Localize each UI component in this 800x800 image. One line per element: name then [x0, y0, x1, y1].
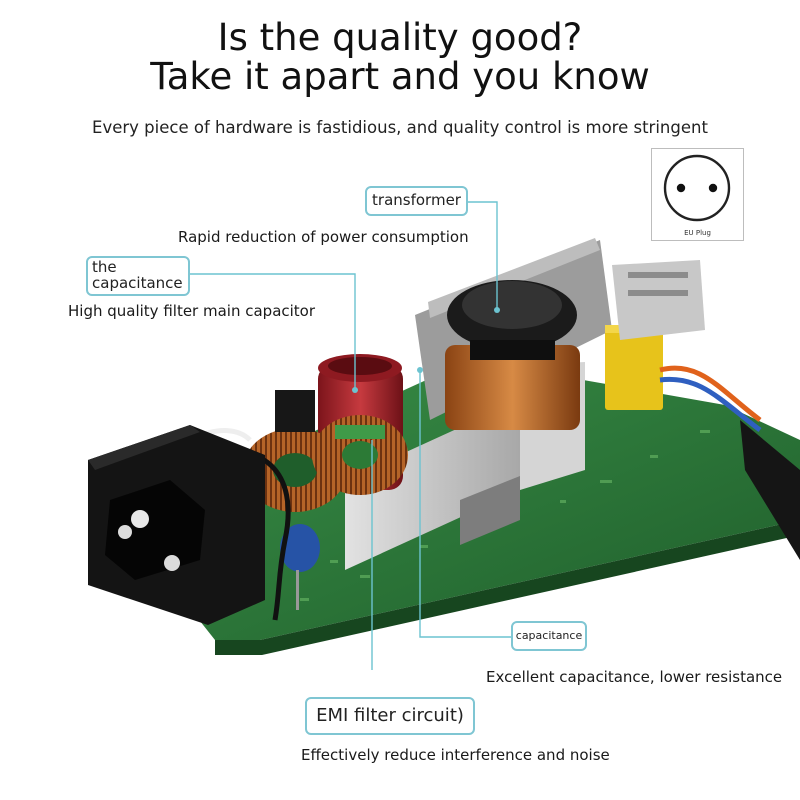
eu-plug-icon: [663, 154, 731, 222]
emi-description: Effectively reduce interference and nois…: [301, 746, 610, 764]
emi-callout: EMI filter circuit): [305, 697, 475, 735]
eu-plug-badge: EU Plug: [651, 148, 744, 241]
y-capacitor: [280, 524, 320, 610]
capacitance-description: Excellent capacitance, lower resistance: [486, 668, 783, 686]
leader-capacitance: [419, 370, 511, 638]
main-capacitor-callout: the capacitance: [86, 256, 190, 296]
capacitance-callout: capacitance: [511, 621, 587, 651]
transformer-description: Rapid reduction of power consumption: [178, 228, 469, 246]
black-component: [275, 390, 315, 432]
transformer-title: transformer: [372, 191, 461, 210]
ac-input-socket: [88, 425, 265, 625]
eu-plug-label: EU Plug: [684, 229, 711, 237]
leader-main-capacitor: [190, 273, 356, 390]
headline-line-1: Is the quality good?: [217, 16, 583, 59]
main-capacitor-title: the capacitance: [92, 258, 183, 292]
output-connector: [612, 260, 705, 340]
transformer-callout: transformer: [365, 186, 468, 216]
leader-lines: [190, 201, 511, 670]
emi-coils: [243, 415, 408, 512]
main-capacitor-description: High quality filter main capacitor: [68, 302, 316, 320]
leader-dots: [352, 307, 500, 393]
capacitance-title: capacitance: [515, 629, 583, 643]
output-cable: [659, 365, 800, 560]
emi-title: EMI filter circuit): [316, 704, 464, 726]
subtitle: Every piece of hardware is fastidious, a…: [92, 118, 708, 137]
leader-transformer: [467, 201, 498, 310]
headline-line-2: Take it apart and you know: [150, 55, 650, 98]
transformer-part: [445, 280, 580, 430]
